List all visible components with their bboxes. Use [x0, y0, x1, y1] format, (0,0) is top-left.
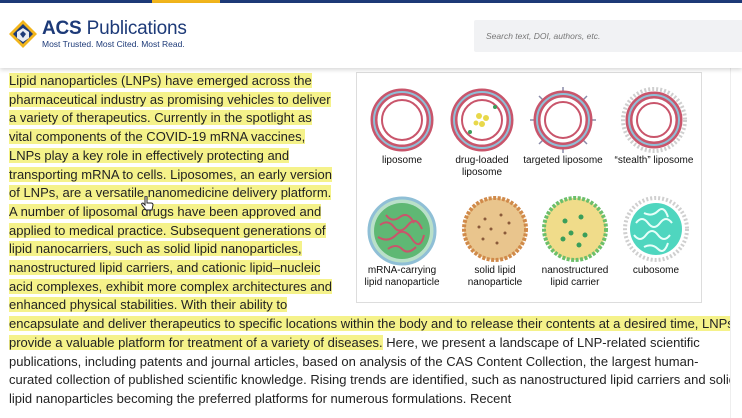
logo-wordmark: ACS Publications: [42, 18, 187, 40]
cubosome-icon: [623, 196, 689, 262]
mrna-lnp-cell: mRNA-carrying lipid nanoparticle: [359, 195, 445, 289]
figure-caption: solid lipid nanoparticle: [467, 265, 523, 288]
nanostructured-lipid-carrier-icon: [542, 196, 608, 262]
nanostructured-lipid-carrier-cell: nanostructured lipid carrier: [532, 195, 618, 289]
active-nav-indicator: [152, 0, 220, 3]
hand-cursor-icon: [141, 196, 154, 211]
liposome-icon: [370, 88, 434, 152]
figure-caption: nanostructured lipid carrier: [541, 265, 609, 288]
stealth-liposome-cell: “stealth” liposome: [611, 87, 697, 167]
logo-tagline: Most Trusted. Most Cited. Most Read.: [42, 39, 185, 50]
abstract-graphic: liposome drug-loaded liposome: [356, 72, 702, 303]
search-input[interactable]: [474, 20, 742, 52]
acs-publications-logo[interactable]: ACS Publications Most Trusted. Most Cite…: [8, 19, 187, 49]
figure-caption: cubosome: [632, 265, 680, 276]
targeted-liposome-cell: targeted liposome: [520, 87, 606, 167]
cubosome-cell: cubosome: [613, 195, 699, 277]
top-accent-bar: [0, 0, 742, 3]
acs-shield-icon: [9, 20, 37, 48]
figure-caption: “stealth” liposome: [614, 155, 694, 166]
solid-lipid-nanoparticle-cell: solid lipid nanoparticle: [452, 195, 538, 289]
figure-caption: mRNA-carrying lipid nanoparticle: [364, 265, 440, 288]
figure-caption: drug-loaded liposome: [455, 155, 509, 178]
page-right-gutter: [730, 68, 742, 418]
stealth-liposome-icon: [621, 87, 687, 153]
targeted-liposome-icon: [530, 87, 596, 153]
solid-lipid-nanoparticle-icon: [462, 196, 528, 262]
site-header: ACS Publications Most Trusted. Most Cite…: [0, 3, 742, 68]
abstract-text: liposome drug-loaded liposome: [9, 72, 739, 409]
liposome-cell: liposome: [359, 87, 445, 167]
abstract-continuation-text: Here, we present a landscape of LNP-rela…: [9, 334, 736, 406]
figure-caption: targeted liposome: [523, 155, 603, 166]
drug-loaded-liposome-cell: drug-loaded liposome: [439, 87, 525, 179]
drug-loaded-liposome-icon: [450, 88, 514, 152]
figure-caption: liposome: [381, 155, 423, 166]
mrna-lnp-icon: [367, 196, 437, 266]
